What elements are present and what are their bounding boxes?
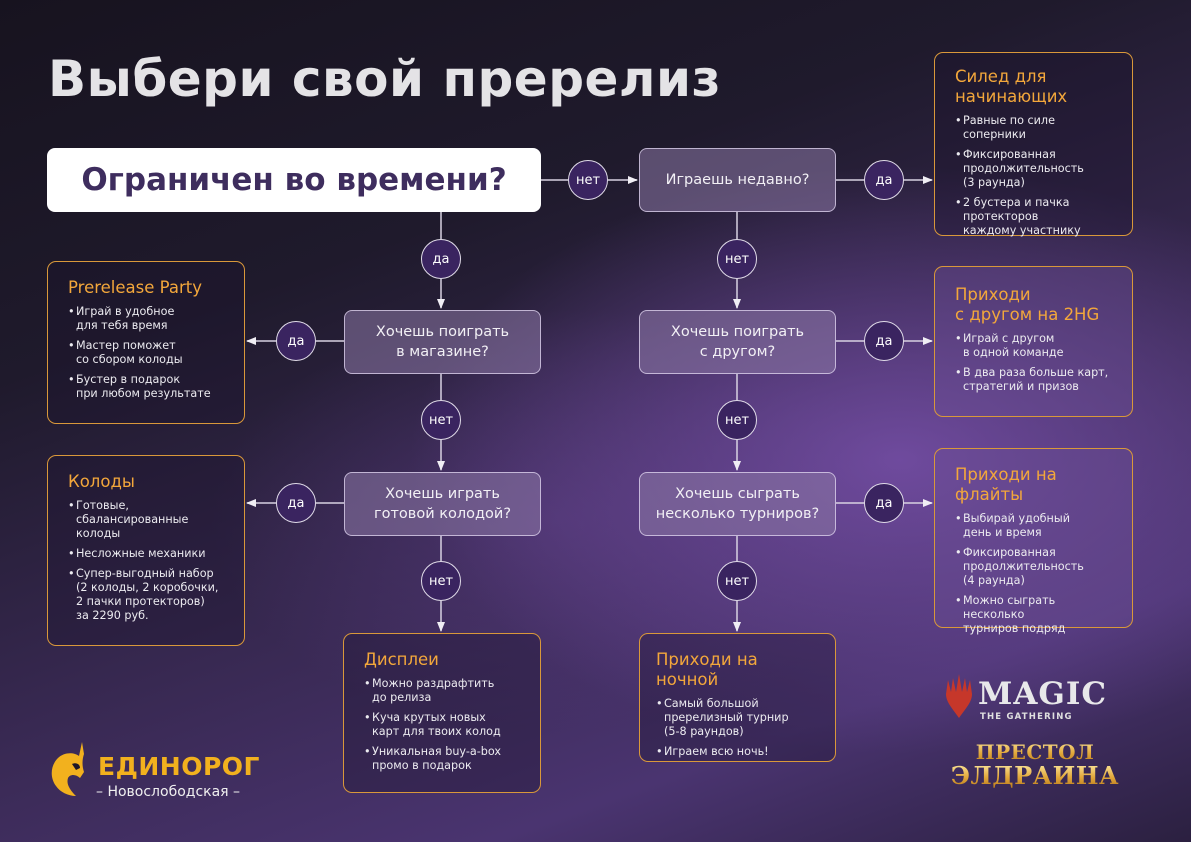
store-subtitle: – Новослободская – <box>96 784 241 800</box>
result-two-headed-giant: Приходи с другом на 2HG Играй с другом в… <box>934 266 1133 417</box>
result-item: Куча крутых новых карт для твоих колод <box>364 711 526 739</box>
result-title: Колоды <box>68 472 135 491</box>
brand-subtitle: THE GATHERING <box>980 712 1073 722</box>
result-title: Приходи на флайты <box>955 465 1057 504</box>
question-several-tournaments: Хочешь сыграть несколько турниров? <box>639 472 836 536</box>
page-title: Выбери свой пререлиз <box>48 50 722 108</box>
set-name-line1: Престол <box>940 740 1130 764</box>
unicorn-head-icon <box>51 742 84 796</box>
answer-no-badge: нет <box>421 400 461 440</box>
result-flights: Приходи на флайты Выбирай удобный день и… <box>934 448 1133 635</box>
result-item: Играй с другом в одной команде <box>955 332 1118 360</box>
result-item: Супер-выгодный набор (2 колоды, 2 коробо… <box>68 567 230 623</box>
question-play-in-store: Хочешь поиграть в магазине? <box>344 310 541 374</box>
start-question-text: Ограничен во времени? <box>81 162 507 198</box>
result-item: Готовые, сбалансированные колоды <box>68 499 230 541</box>
planeswalker-flame-icon <box>946 674 972 718</box>
result-item: Мастер поможет со сбором колоды <box>68 339 230 367</box>
result-sealed-beginners: Силед для начинающих Равные по силе сопе… <box>934 52 1133 238</box>
answer-no-badge: нет <box>717 561 757 601</box>
result-item: В два раза больше карт, стратегий и приз… <box>955 366 1118 394</box>
result-title: Приходи на ночной <box>656 650 758 689</box>
question-play-with-friend: Хочешь поиграть с другом? <box>639 310 836 374</box>
set-name-line2: Элдраина <box>940 764 1130 788</box>
result-title: Силед для начинающих <box>955 67 1068 106</box>
answer-yes-badge: да <box>864 321 904 361</box>
result-title: Prerelease Party <box>68 278 202 297</box>
result-night-tournament: Приходи на ночной Самый большой пререлиз… <box>639 633 836 762</box>
result-title: Приходи с другом на 2HG <box>955 285 1100 324</box>
start-question-box: Ограничен во времени? <box>47 148 541 212</box>
answer-no-badge: нет <box>717 400 757 440</box>
question-ready-deck: Хочешь играть готовой колодой? <box>344 472 541 536</box>
result-title: Дисплеи <box>364 650 439 669</box>
result-item: Самый большой пререлизный турнир (5-8 ра… <box>656 697 821 739</box>
answer-yes-badge: да <box>864 160 904 200</box>
result-item: 2 бустера и пачка протекторов каждому уч… <box>955 196 1118 238</box>
result-item: Можно раздрафтить до релиза <box>364 677 526 705</box>
result-item: Фиксированная продолжительность (3 раунд… <box>955 148 1118 190</box>
answer-yes-badge: да <box>276 483 316 523</box>
result-item: Выбирай удобный день и время <box>955 512 1118 540</box>
answer-no-badge: нет <box>568 160 608 200</box>
question-played-recently: Играешь недавно? <box>639 148 836 212</box>
answer-yes-badge: да <box>276 321 316 361</box>
result-item: Играй в удобное для тебя время <box>68 305 230 333</box>
result-item: Бустер в подарок при любом результате <box>68 373 230 401</box>
result-item: Уникальная buy-a-box промо в подарок <box>364 745 526 773</box>
answer-no-badge: нет <box>421 561 461 601</box>
magic-logo: MAGIC THE GATHERING <box>944 672 1124 722</box>
result-item: Фиксированная продолжительность (4 раунд… <box>955 546 1118 588</box>
brand-name: MAGIC <box>978 676 1108 712</box>
result-item: Играем всю ночь! <box>656 745 821 759</box>
answer-yes-badge: да <box>421 239 461 279</box>
answer-no-badge: нет <box>717 239 757 279</box>
result-item: Можно сыграть несколько турниров подряд <box>955 594 1118 636</box>
result-decks: Колоды Готовые, сбалансированные колоды … <box>47 455 245 646</box>
set-logo: Престол Элдраина <box>940 740 1130 788</box>
answer-yes-badge: да <box>864 483 904 523</box>
result-item: Несложные механики <box>68 547 230 561</box>
result-prerelease-party: Prerelease Party Играй в удобное для теб… <box>47 261 245 424</box>
result-item: Равные по силе соперники <box>955 114 1118 142</box>
result-displays: Дисплеи Можно раздрафтить до релиза Куча… <box>343 633 541 793</box>
store-name: ЕДИНОРОГ <box>98 752 260 781</box>
